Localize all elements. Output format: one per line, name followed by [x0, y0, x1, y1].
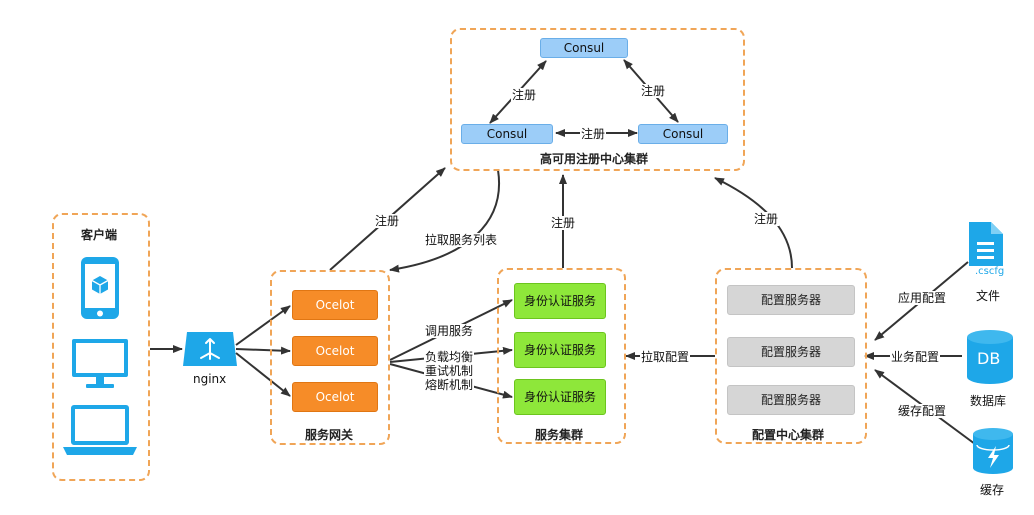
edge-nginx-ocelot-3	[235, 352, 291, 397]
database-db-text: DB	[977, 349, 1001, 368]
config-server-node-3[interactable]: 配置服务器	[727, 385, 855, 415]
gateway-cluster-label: 服务网关	[305, 428, 354, 442]
edge-label-app-config: 应用配置	[897, 291, 948, 305]
cache-label: 缓存	[980, 483, 1005, 497]
nginx-icon[interactable]	[183, 332, 237, 366]
file-icon[interactable]	[967, 222, 1003, 266]
config-server-node-2[interactable]: 配置服务器	[727, 337, 855, 367]
laptop-icon	[63, 405, 137, 455]
edge-label-service-register: 注册	[550, 216, 577, 230]
ocelot-node-1[interactable]: Ocelot	[292, 290, 378, 320]
registry-cluster	[450, 28, 745, 171]
mobile-icon	[81, 257, 119, 319]
edge-label-gateway-policies: 负载均衡 重试机制 熔断机制	[424, 350, 475, 392]
edge-label-retry: 重试机制	[425, 364, 474, 378]
edge-label-circuit-breaker: 熔断机制	[425, 378, 474, 392]
config-server-node-1[interactable]: 配置服务器	[727, 285, 855, 315]
file-ext-label: .cscfg	[975, 266, 1005, 277]
service-cluster-label: 服务集群	[535, 428, 584, 442]
ocelot-node-3[interactable]: Ocelot	[292, 382, 378, 412]
edge-label-pull-config: 拉取配置	[640, 350, 691, 364]
consul-node-top[interactable]: Consul	[540, 38, 628, 58]
client-group-label: 客户端	[81, 228, 118, 242]
service-cluster	[497, 268, 626, 444]
file-label: 文件	[976, 289, 1001, 303]
edge-label-config-register: 注册	[753, 212, 780, 226]
edge-label-pull-service-list: 拉取服务列表	[424, 233, 499, 247]
auth-service-node-3[interactable]: 身份认证服务	[514, 379, 606, 415]
gateway-cluster	[270, 270, 390, 445]
edge-nginx-ocelot-1	[235, 305, 291, 346]
edge-label-gateway-register: 注册	[374, 214, 401, 228]
database-icon[interactable]	[967, 330, 1013, 384]
edge-label-consul-right: 注册	[640, 84, 667, 98]
edge-label-consul-bottom: 注册	[580, 127, 607, 141]
registry-cluster-label: 高可用注册中心集群	[540, 152, 649, 166]
auth-service-node-1[interactable]: 身份认证服务	[514, 283, 606, 319]
consul-node-right[interactable]: Consul	[638, 124, 728, 144]
database-label: 数据库	[970, 394, 1007, 408]
client-group	[52, 213, 150, 481]
auth-service-node-2[interactable]: 身份认证服务	[514, 332, 606, 368]
config-cluster	[715, 268, 867, 444]
config-cluster-label: 配置中心集群	[752, 428, 825, 442]
monitor-icon	[72, 339, 128, 388]
edge-label-call-service: 调用服务	[424, 324, 475, 338]
edge-label-load-balance: 负载均衡	[425, 350, 474, 364]
edge-label-cache-config: 缓存配置	[897, 404, 948, 418]
edge-label-consul-left: 注册	[511, 88, 538, 102]
edge-pull-service-list	[389, 169, 501, 273]
edge-nginx-ocelot-2	[235, 346, 291, 355]
consul-node-left[interactable]: Consul	[461, 124, 553, 144]
ocelot-node-2[interactable]: Ocelot	[292, 336, 378, 366]
nginx-label: nginx	[193, 372, 227, 386]
cache-icon[interactable]	[973, 428, 1013, 474]
edge-label-business-config: 业务配置	[890, 350, 941, 364]
